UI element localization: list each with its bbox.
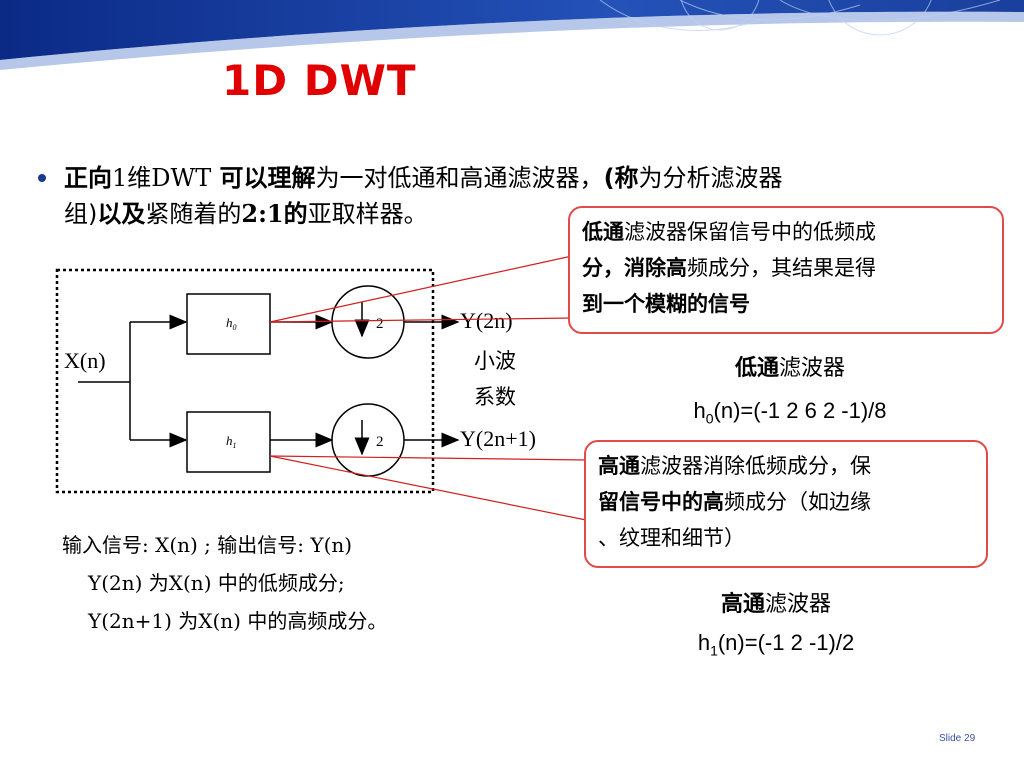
slide-title: 1D DWT [222,56,417,105]
bullet-fragment: 的 [283,200,308,228]
bullet-fragment: 亚取样器。 [307,200,428,228]
bullet-text: 正向1维DWT 可以理解为一对低通和高通滤波器，(称为分析滤波器 组)以及紧随着… [64,160,988,232]
bullet-fragment: DWT [151,164,212,192]
callout-fragment: 高通 [598,454,640,478]
bullet-fragment: 为一对低通和高通滤波器， [315,164,604,192]
bullet-icon [38,174,46,182]
bullet-paragraph: 正向1维DWT 可以理解为一对低通和高通滤波器，(称为分析滤波器 组)以及紧随着… [38,160,988,232]
input-label: X(n) [64,348,106,373]
io-line: Y(2n+1) 为X(n) 中的高频成分。 [88,609,388,633]
high-output-label: Y(2n+1) [460,426,536,451]
header-banner [0,0,1024,70]
low-callout-pointer [269,255,573,323]
bullet-fragment: 可以理解 [211,164,316,192]
callout-fragment: 消除高 [624,256,687,280]
bullet-fragment: 正向 [64,164,112,192]
callout-fragment: 留信号中的高 [598,490,724,514]
callout-fragment: 低通 [582,220,624,244]
low-pass-formula: h0(n)=(-1 2 6 2 -1)/8 [693,398,887,427]
io-line: Y(2n) 为X(n) 中的低频成分; [88,571,345,595]
high-pass-callout: 高通滤波器消除低频成分，保 留信号中的高频成分（如边缘 、纹理和细节） [584,440,988,568]
low-filter-label: h0 [226,315,237,332]
bullet-fragment: (称 [603,164,639,192]
high-callout-pointer [269,455,587,461]
slide-number: Slide 29 [939,733,976,744]
coef-label-line2: 系数 [474,385,516,409]
callout-fragment: 分， [582,256,624,280]
low-filter-box [186,293,271,355]
io-description: 输入信号: X(n) ; 输出信号: Y(n) Y(2n) 为X(n) 中的低频… [62,526,387,640]
diagram-frame [55,268,435,494]
high-downsample-factor: 2 [376,434,384,450]
bullet-fragment: 紧随着的 [145,200,242,228]
low-downsampler [331,285,405,359]
high-callout-pointer [269,455,587,521]
high-pass-formula: h1(n)=(-1 2 -1)/2 [697,630,855,659]
bullet-fragment: 2:1 [241,199,284,228]
io-line: 输入信号: X(n) ; 输出信号: Y(n) [62,533,353,557]
bullet-fragment: 以及 [97,200,146,228]
low-callout-pointer [269,317,573,323]
low-output-label: Y(2n) [460,308,513,333]
callout-fragment: 、纹理和细节） [598,526,745,550]
low-downsample-factor: 2 [376,316,384,332]
high-filter-box [186,411,271,473]
callout-fragment: 滤波器消除低频成分，保 [640,454,871,478]
callout-fragment: 频成分，其结果是得 [687,256,876,280]
bullet-fragment: 维 [127,164,152,192]
low-pass-callout: 低通滤波器保留信号中的低频成 分，消除高频成分，其结果是得 到一个模糊的信号 [568,206,1004,334]
callout-fragment: 滤波器保留信号中的低频成 [624,220,876,244]
callout-fragment: 到一个模糊的信号 [582,292,750,316]
coef-label-line1: 小波 [474,349,516,373]
high-filter-label: h1 [226,433,237,450]
bullet-fragment: 1 [112,164,128,192]
bullet-fragment: 组) [64,200,98,228]
low-pass-filter-name: 低通滤波器 [734,356,846,381]
high-pass-filter-name: 高通滤波器 [720,592,832,617]
callout-fragment: 频成分（如边缘 [724,490,871,514]
bullet-fragment: 为分析滤波器 [638,164,783,192]
high-downsampler [331,403,405,477]
